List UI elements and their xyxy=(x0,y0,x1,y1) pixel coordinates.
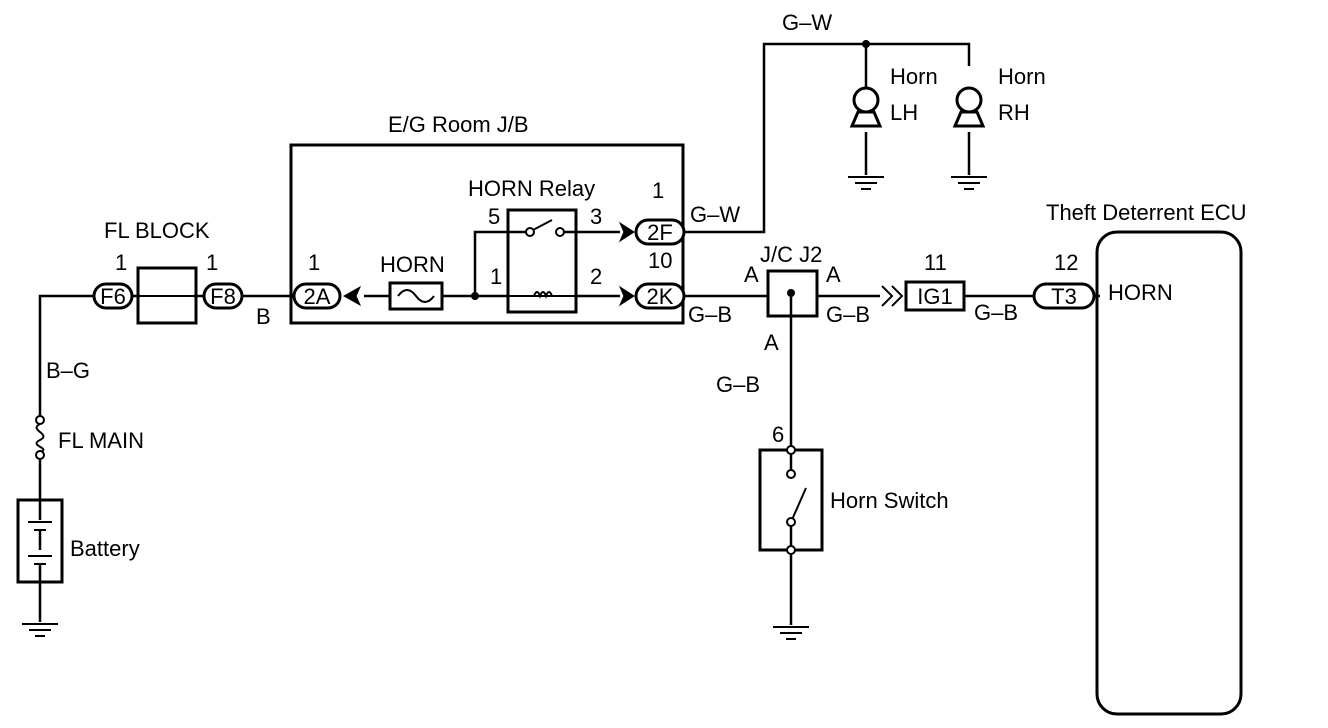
connector-f6-label: F6 xyxy=(100,284,126,309)
pin-switch: 6 xyxy=(772,422,784,447)
horn-switch-label: Horn Switch xyxy=(830,488,949,513)
theft-deterrent-ecu-box xyxy=(1095,230,1243,716)
wire-color-g-w-top: G–W xyxy=(782,10,832,35)
connector-ig1: IG1 xyxy=(881,280,966,312)
pin-ig1: 11 xyxy=(924,250,947,275)
connector-f6: F6 xyxy=(92,282,134,310)
horn-lh-word: Horn xyxy=(890,64,938,89)
connector-2f: 2F xyxy=(618,218,686,246)
connector-2k: 2K xyxy=(618,282,686,310)
fl-block-fuse xyxy=(136,266,198,325)
connector-2k-label: 2K xyxy=(647,284,674,309)
battery-label: Battery xyxy=(70,536,140,561)
horn-rh-label: RH xyxy=(998,100,1030,125)
connector-2f-label: 2F xyxy=(647,220,673,245)
pin-2a: 1 xyxy=(308,250,320,275)
pin-relay-2: 2 xyxy=(590,264,602,289)
connector-f8: F8 xyxy=(202,282,244,310)
fl-main-label: FL MAIN xyxy=(58,428,144,453)
ground-icon xyxy=(951,176,987,190)
horn-lh-icon xyxy=(849,86,883,128)
ground-icon xyxy=(773,626,809,640)
wire-color-g-b-2k: G–B xyxy=(688,302,732,327)
relay-pin5-wire xyxy=(473,230,530,296)
pin-2f: 1 xyxy=(652,178,664,203)
wire-color-g-b-switch: G–B xyxy=(716,372,760,397)
b-g-wire xyxy=(38,294,95,420)
ground-icon xyxy=(848,176,884,190)
pin-f6: 1 xyxy=(115,250,127,275)
wire-color-g-w-2f: G–W xyxy=(690,202,740,227)
theft-deterrent-ecu-label: Theft Deterrent ECU xyxy=(1046,200,1247,225)
ecu-horn-terminal: HORN xyxy=(1108,280,1173,305)
connector-ig1-label: IG1 xyxy=(917,284,952,309)
pin-jc-left: A xyxy=(744,262,759,287)
fuse-icon xyxy=(388,281,444,311)
pin-f8: 1 xyxy=(206,250,218,275)
pin-relay-1: 1 xyxy=(490,264,502,289)
pin-2k: 10 xyxy=(648,248,672,273)
connector-2a-label: 2A xyxy=(304,284,331,309)
pin-jc-bottom: A xyxy=(764,330,779,355)
connector-t3: T3 xyxy=(1032,282,1096,310)
wire-color-g-b-jc: G–B xyxy=(826,302,870,327)
wiring xyxy=(38,42,1100,625)
horn-lh-label: LH xyxy=(890,100,918,125)
wire-color-g-b-ecu: G–B xyxy=(974,300,1018,325)
ground-icon xyxy=(22,623,58,637)
horn-rh-icon xyxy=(952,86,986,128)
pin-t3: 12 xyxy=(1054,250,1078,275)
horn-relay xyxy=(506,208,578,314)
fl-block-label: FL BLOCK xyxy=(104,218,210,243)
horn-switch xyxy=(758,445,824,555)
junction-dot xyxy=(862,40,870,48)
connector-2a: 2A xyxy=(292,282,362,310)
junction-connector-j2 xyxy=(766,269,819,318)
connector-t3-label: T3 xyxy=(1051,284,1077,309)
pin-relay-5: 5 xyxy=(488,204,500,229)
wire-color-b-g: B–G xyxy=(46,358,90,383)
horn-relay-label: HORN Relay xyxy=(468,176,595,201)
jc-j2-label: J/C J2 xyxy=(760,242,822,267)
g-w-wire xyxy=(683,42,971,234)
eg-room-jb-label: E/G Room J/B xyxy=(388,112,529,137)
wire-color-b: B xyxy=(256,304,271,329)
junction-dot xyxy=(471,292,479,300)
connector-f8-label: F8 xyxy=(210,284,236,309)
pin-relay-3: 3 xyxy=(590,204,602,229)
battery xyxy=(16,498,64,584)
horn-fuse-label: HORN xyxy=(380,252,445,277)
horn-rh-word: Horn xyxy=(998,64,1046,89)
pin-jc-right: A xyxy=(826,262,841,287)
fusible-link-icon xyxy=(35,415,45,460)
